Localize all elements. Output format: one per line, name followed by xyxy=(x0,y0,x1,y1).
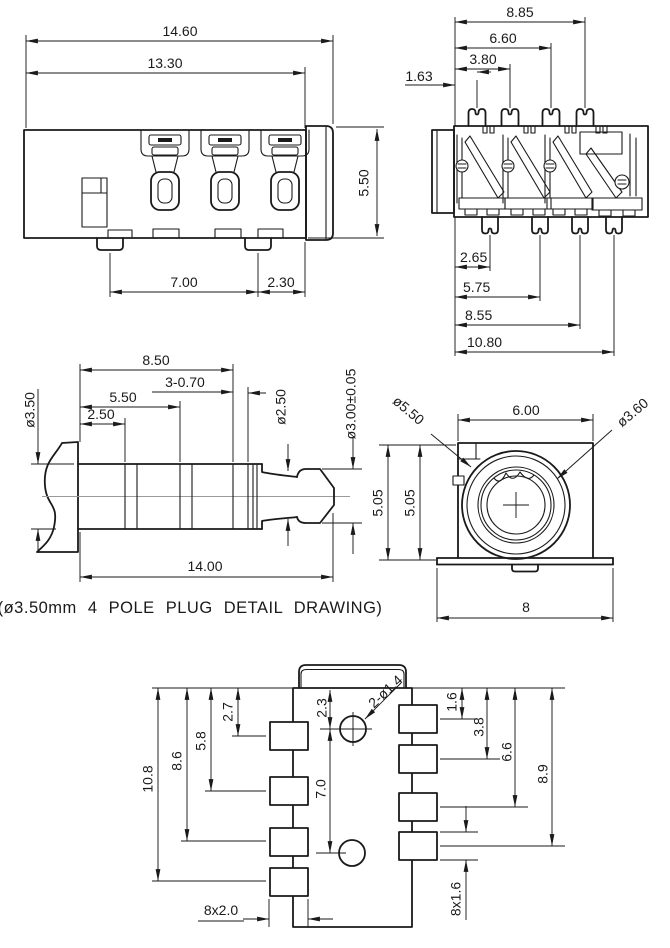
dim-row1-right: 1.6 xyxy=(444,692,460,712)
dim-foot-span: 7.00 xyxy=(170,274,197,290)
contact xyxy=(501,134,552,216)
terminal xyxy=(260,129,310,211)
dim-pin3-x: 6.60 xyxy=(489,30,516,46)
dim-height: 5.50 xyxy=(356,169,372,196)
pad xyxy=(269,867,309,897)
pin xyxy=(481,216,499,235)
pad xyxy=(269,721,309,751)
dim-dia-neck: ø2.50 xyxy=(273,389,289,425)
pcb-layout-view: 10.8 8.6 5.8 2.7 2.3 7.0 2-ø1.4 1.6 3.8 … xyxy=(140,664,565,928)
dim-row2-right: 3.8 xyxy=(471,717,487,737)
pad xyxy=(398,831,438,861)
dim-bottom-pin1: 2.65 xyxy=(460,249,487,265)
contact xyxy=(455,134,506,216)
dim-overall-width: 14.60 xyxy=(162,23,197,39)
dim-bottom-pin3: 8.55 xyxy=(465,307,492,323)
plug-outline xyxy=(36,441,350,553)
dim-foot-offset: 2.30 xyxy=(267,274,294,290)
pin xyxy=(605,216,623,235)
top-view-outline xyxy=(431,108,649,235)
terminal xyxy=(200,129,250,211)
top-view: 8.85 6.60 3.80 1.63 2.65 5.75 8.55 10.80 xyxy=(405,4,649,356)
dim-hole-pitch: 7.0 xyxy=(313,779,329,799)
dim-row4-right: 8.9 xyxy=(535,764,551,784)
dim-base-width: 8 xyxy=(522,599,530,615)
dim-hole-offset: 2.3 xyxy=(314,698,330,718)
dim-ring2: 5.50 xyxy=(109,389,136,405)
dim-row4-left: 10.8 xyxy=(140,765,156,792)
dim-dia-hole: ø3.60 xyxy=(613,394,651,429)
dim-grooves: 3-0.70 xyxy=(165,374,205,390)
side-view-dimensions: 14.60 13.30 5.50 7.00 2.30 xyxy=(25,23,384,297)
dim-ring1: 2.50 xyxy=(87,406,114,422)
plug-dimensions: 8.50 3-0.70 5.50 2.50 ø3.50 ø2.50 ø3.00±… xyxy=(22,352,362,582)
dim-dia-tip: ø3.00±0.05 xyxy=(343,368,359,439)
dim-plug-length: 14.00 xyxy=(187,558,222,574)
pin xyxy=(575,108,595,127)
dim-sleeve-length: 8.50 xyxy=(142,352,169,368)
side-view-outline xyxy=(23,125,334,251)
dim-pad-width: 8x2.0 xyxy=(204,902,238,918)
front-view-dimensions: 6.00 ø5.50 ø3.60 5.05 5.05 8 xyxy=(370,393,651,622)
front-view-outline xyxy=(436,442,614,573)
pin xyxy=(541,108,561,127)
pad xyxy=(398,744,438,774)
front-view: 6.00 ø5.50 ø3.60 5.05 5.05 8 xyxy=(370,393,651,622)
dim-body-width: 13.30 xyxy=(147,55,182,71)
pad xyxy=(398,704,438,734)
switch-contact xyxy=(579,131,643,217)
top-view-dimensions: 8.85 6.60 3.80 1.63 2.65 5.75 8.55 10.80 xyxy=(405,4,615,356)
dim-row3-right: 6.6 xyxy=(499,742,515,762)
dim-pin2-x: 3.80 xyxy=(469,51,496,67)
dim-pin1-x: 1.63 xyxy=(405,68,432,84)
dim-row1-left: 2.7 xyxy=(220,702,236,722)
plug-caption: (ø3.50mm 4 POLE PLUG DETAIL DRAWING) xyxy=(0,599,382,617)
pcb-outline xyxy=(269,664,438,928)
plug-detail-view: 8.50 3-0.70 5.50 2.50 ø3.50 ø2.50 ø3.00±… xyxy=(0,352,382,617)
dim-front-width: 6.00 xyxy=(512,402,539,418)
pcb-dimensions: 10.8 8.6 5.8 2.7 2.3 7.0 2-ø1.4 1.6 3.8 … xyxy=(140,671,565,927)
pin xyxy=(531,216,549,235)
pin xyxy=(467,108,487,127)
dim-row3-left: 8.6 xyxy=(169,751,185,771)
dim-bottom-pin4: 10.80 xyxy=(467,334,502,350)
pad xyxy=(398,792,438,822)
pin xyxy=(500,108,520,127)
dim-bottom-pin2: 5.75 xyxy=(463,279,490,295)
dim-row2-left: 5.8 xyxy=(193,731,209,751)
dim-pad-height: 8x1.6 xyxy=(448,882,464,916)
dim-front-height-b: 5.05 xyxy=(402,489,418,516)
dim-dia-sleeve: ø3.50 xyxy=(22,392,38,428)
dim-pin4-x: 8.85 xyxy=(506,4,533,20)
side-view: 14.60 13.30 5.50 7.00 2.30 xyxy=(23,23,384,297)
pin xyxy=(571,216,589,235)
pad xyxy=(269,827,309,857)
terminal xyxy=(140,129,190,211)
dim-dia-bushing: ø5.50 xyxy=(390,393,428,428)
dim-front-height-a: 5.05 xyxy=(370,489,386,516)
pad xyxy=(269,776,309,806)
